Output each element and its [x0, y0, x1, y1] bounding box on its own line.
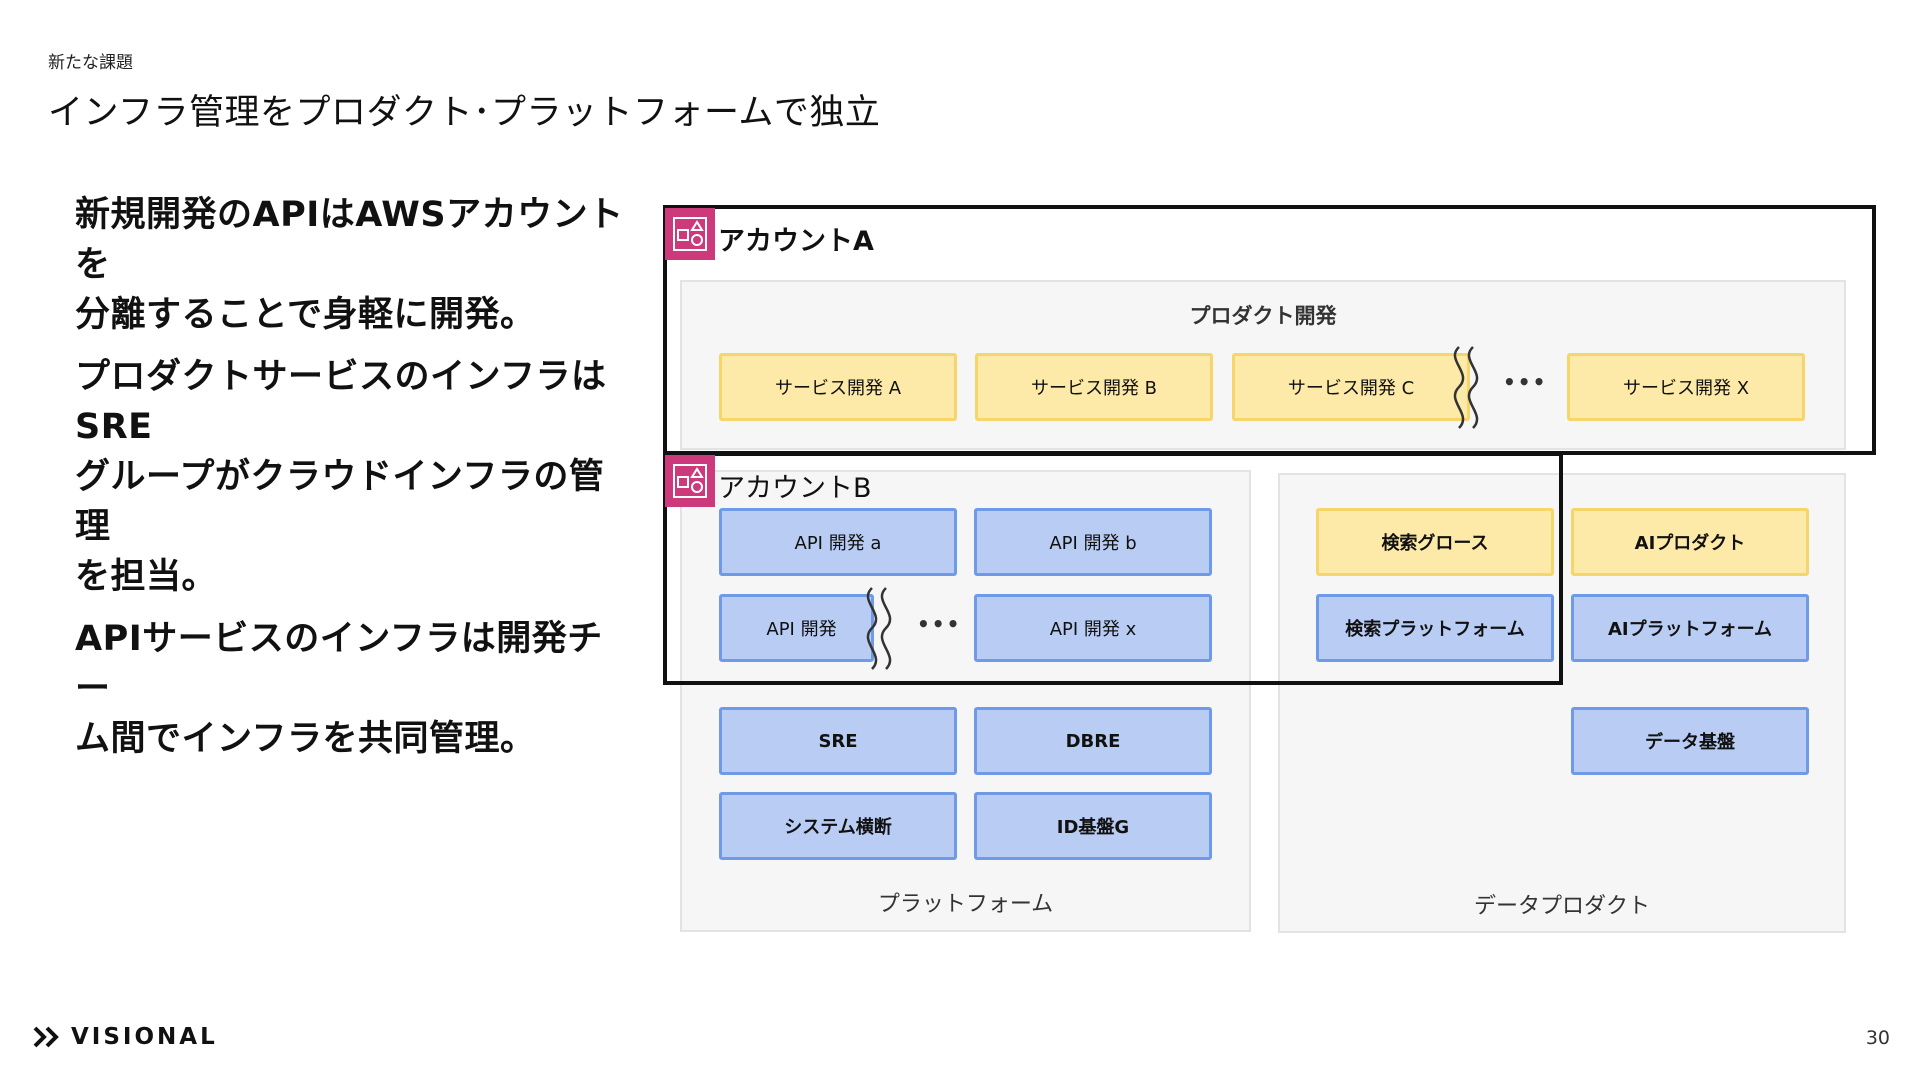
api-box-b: API 開発 b [974, 508, 1212, 576]
api-box-partial: API 開発 [719, 594, 874, 662]
break-squiggle-icon [1453, 346, 1479, 429]
dbre-box: DBRE [974, 707, 1212, 775]
aws-account-icon [673, 464, 707, 498]
search-growth-box: 検索グロース [1316, 508, 1554, 576]
ellipsis-services: ••• [1503, 370, 1548, 394]
ai-platform-box: AIプラットフォーム [1571, 594, 1809, 662]
aws-account-icon [673, 217, 707, 251]
double-chevron-icon [33, 1026, 59, 1048]
account-a-label: アカウントA [718, 226, 874, 257]
break-squiggle-icon [866, 587, 892, 670]
search-platform-box: 検索プラットフォーム [1316, 594, 1554, 662]
data-platform-box: データ基盤 [1571, 707, 1809, 775]
product-dev-label: プロダクト開発 [1189, 304, 1337, 328]
id-platform-box: ID基盤G [974, 792, 1212, 860]
system-cross-box: システム横断 [719, 792, 957, 860]
platform-label: プラットフォーム [877, 892, 1054, 917]
sre-box: SRE [719, 707, 957, 775]
logo-text: VISIONAL [71, 1024, 218, 1050]
account-b-label: アカウントB [718, 473, 872, 504]
api-box-x: API 開発 x [974, 594, 1212, 662]
service-box-x: サービス開発 X [1567, 353, 1805, 421]
bullet-item: APIサービスのインフラは開発チー ム間でインフラを共同管理。 [75, 619, 603, 759]
service-box-b: サービス開発 B [975, 353, 1213, 421]
bullet-list: 新規開発のAPIはAWSアカウントを 分離することで身軽に開発。 プロダクトサー… [75, 190, 635, 776]
account-b-icon [665, 455, 715, 507]
company-logo: VISIONAL [33, 1024, 218, 1050]
service-box-c: サービス開発 C [1232, 353, 1470, 421]
account-a-icon [665, 208, 715, 260]
data-product-label: データプロダクト [1473, 894, 1650, 919]
ai-product-box: AIプロダクト [1571, 508, 1809, 576]
bullet-item: 新規開発のAPIはAWSアカウントを 分離することで身軽に開発。 [75, 195, 624, 335]
page-number: 30 [1865, 1027, 1890, 1049]
section-label: 新たな課題 [48, 53, 133, 73]
ellipsis-api: ••• [917, 612, 962, 636]
api-box-a: API 開発 a [719, 508, 957, 576]
bullet-item: プロダクトサービスのインフラはSRE グループがクラウドインフラの管理 を担当。 [75, 357, 607, 597]
account-b-frame [663, 452, 1563, 685]
slide-title: インフラ管理をプロダクト･プラットフォームで独立 [48, 93, 881, 133]
service-box-a: サービス開発 A [719, 353, 957, 421]
